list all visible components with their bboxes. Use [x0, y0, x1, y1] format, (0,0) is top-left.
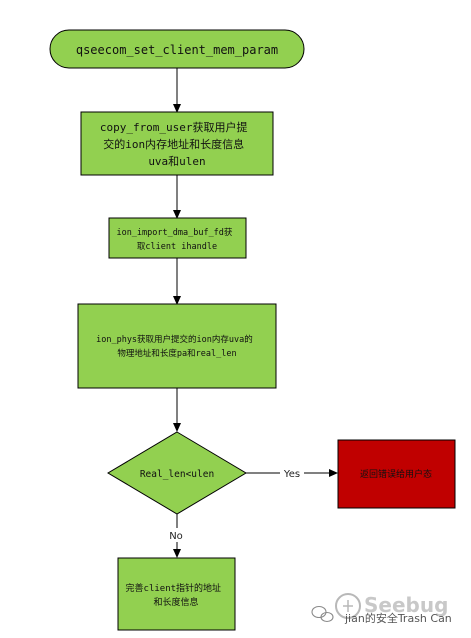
node-complete-text: 完善client指针的地址 和长度信息	[126, 582, 227, 608]
node-start-shape	[49, 29, 305, 69]
node-decision: Real_len<ulen	[107, 431, 247, 515]
watermark-logo: Seebug	[364, 593, 448, 617]
edge-label-no: No	[169, 531, 183, 542]
node-copy-shape	[80, 111, 274, 176]
node-start: qseecom_set_client_mem_param	[49, 29, 305, 69]
node-error: 返回错误给用户态	[337, 439, 456, 509]
wechat-icon	[311, 605, 334, 623]
node-copy-line-3: uva和ulen	[148, 155, 205, 168]
node-error-line-1: 返回错误给用户态	[360, 468, 432, 480]
node-start-line-1: qseecom_set_client_mem_param	[76, 43, 278, 57]
yes-label-bg	[280, 466, 304, 480]
node-error-text: 返回错误给用户态	[360, 468, 432, 480]
edge-label-yes: Yes	[283, 469, 300, 480]
node-phys: ion_phys获取用户提交的ion内存uva的 物理地址和长度pa和real_…	[77, 303, 277, 389]
node-import-line-1: ion_import_dma_buf_fd获	[116, 227, 232, 238]
node-import-shape	[108, 217, 247, 259]
node-complete-line-2: 和长度信息	[153, 596, 198, 608]
node-copy-text: copy_from_user获取用户提 交的ion内存地址和长度信息 uva和u…	[100, 120, 254, 168]
node-phys-shape	[77, 303, 277, 389]
node-import-text: ion_import_dma_buf_fd获 取client ihandle	[116, 227, 237, 252]
node-import-line-2: 取client ihandle	[137, 242, 217, 252]
node-start-text: qseecom_set_client_mem_param	[76, 43, 278, 57]
watermark: Seebug jian的安全Trash Can	[311, 593, 452, 625]
node-phys-line-1: ion_phys获取用户提交的ion内存uva的	[96, 334, 253, 345]
node-phys-text: ion_phys获取用户提交的ion内存uva的 物理地址和长度pa和real_…	[96, 334, 258, 359]
node-error-shape	[337, 439, 456, 509]
node-complete-line-1: 完善client指针的地址	[126, 582, 222, 594]
node-decision-text: Real_len<ulen	[140, 469, 214, 480]
node-copy-line-1: copy_from_user获取用户提	[100, 120, 248, 134]
node-decision-shape	[107, 431, 247, 515]
watermark-text: jian的安全Trash Can	[344, 611, 452, 625]
node-copy-line-2: 交的ion内存地址和长度信息	[103, 137, 244, 151]
node-phys-line-2: 物理地址和长度pa和real_len	[117, 348, 236, 359]
node-import: ion_import_dma_buf_fd获 取client ihandle	[108, 217, 247, 259]
node-decision-line-1: Real_len<ulen	[140, 469, 214, 480]
seebug-logo-icon	[335, 593, 361, 619]
no-label-bg	[166, 528, 186, 542]
node-complete-shape	[117, 557, 236, 631]
node-copy: copy_from_user获取用户提 交的ion内存地址和长度信息 uva和u…	[80, 111, 274, 176]
node-complete: 完善client指针的地址 和长度信息	[117, 557, 236, 631]
